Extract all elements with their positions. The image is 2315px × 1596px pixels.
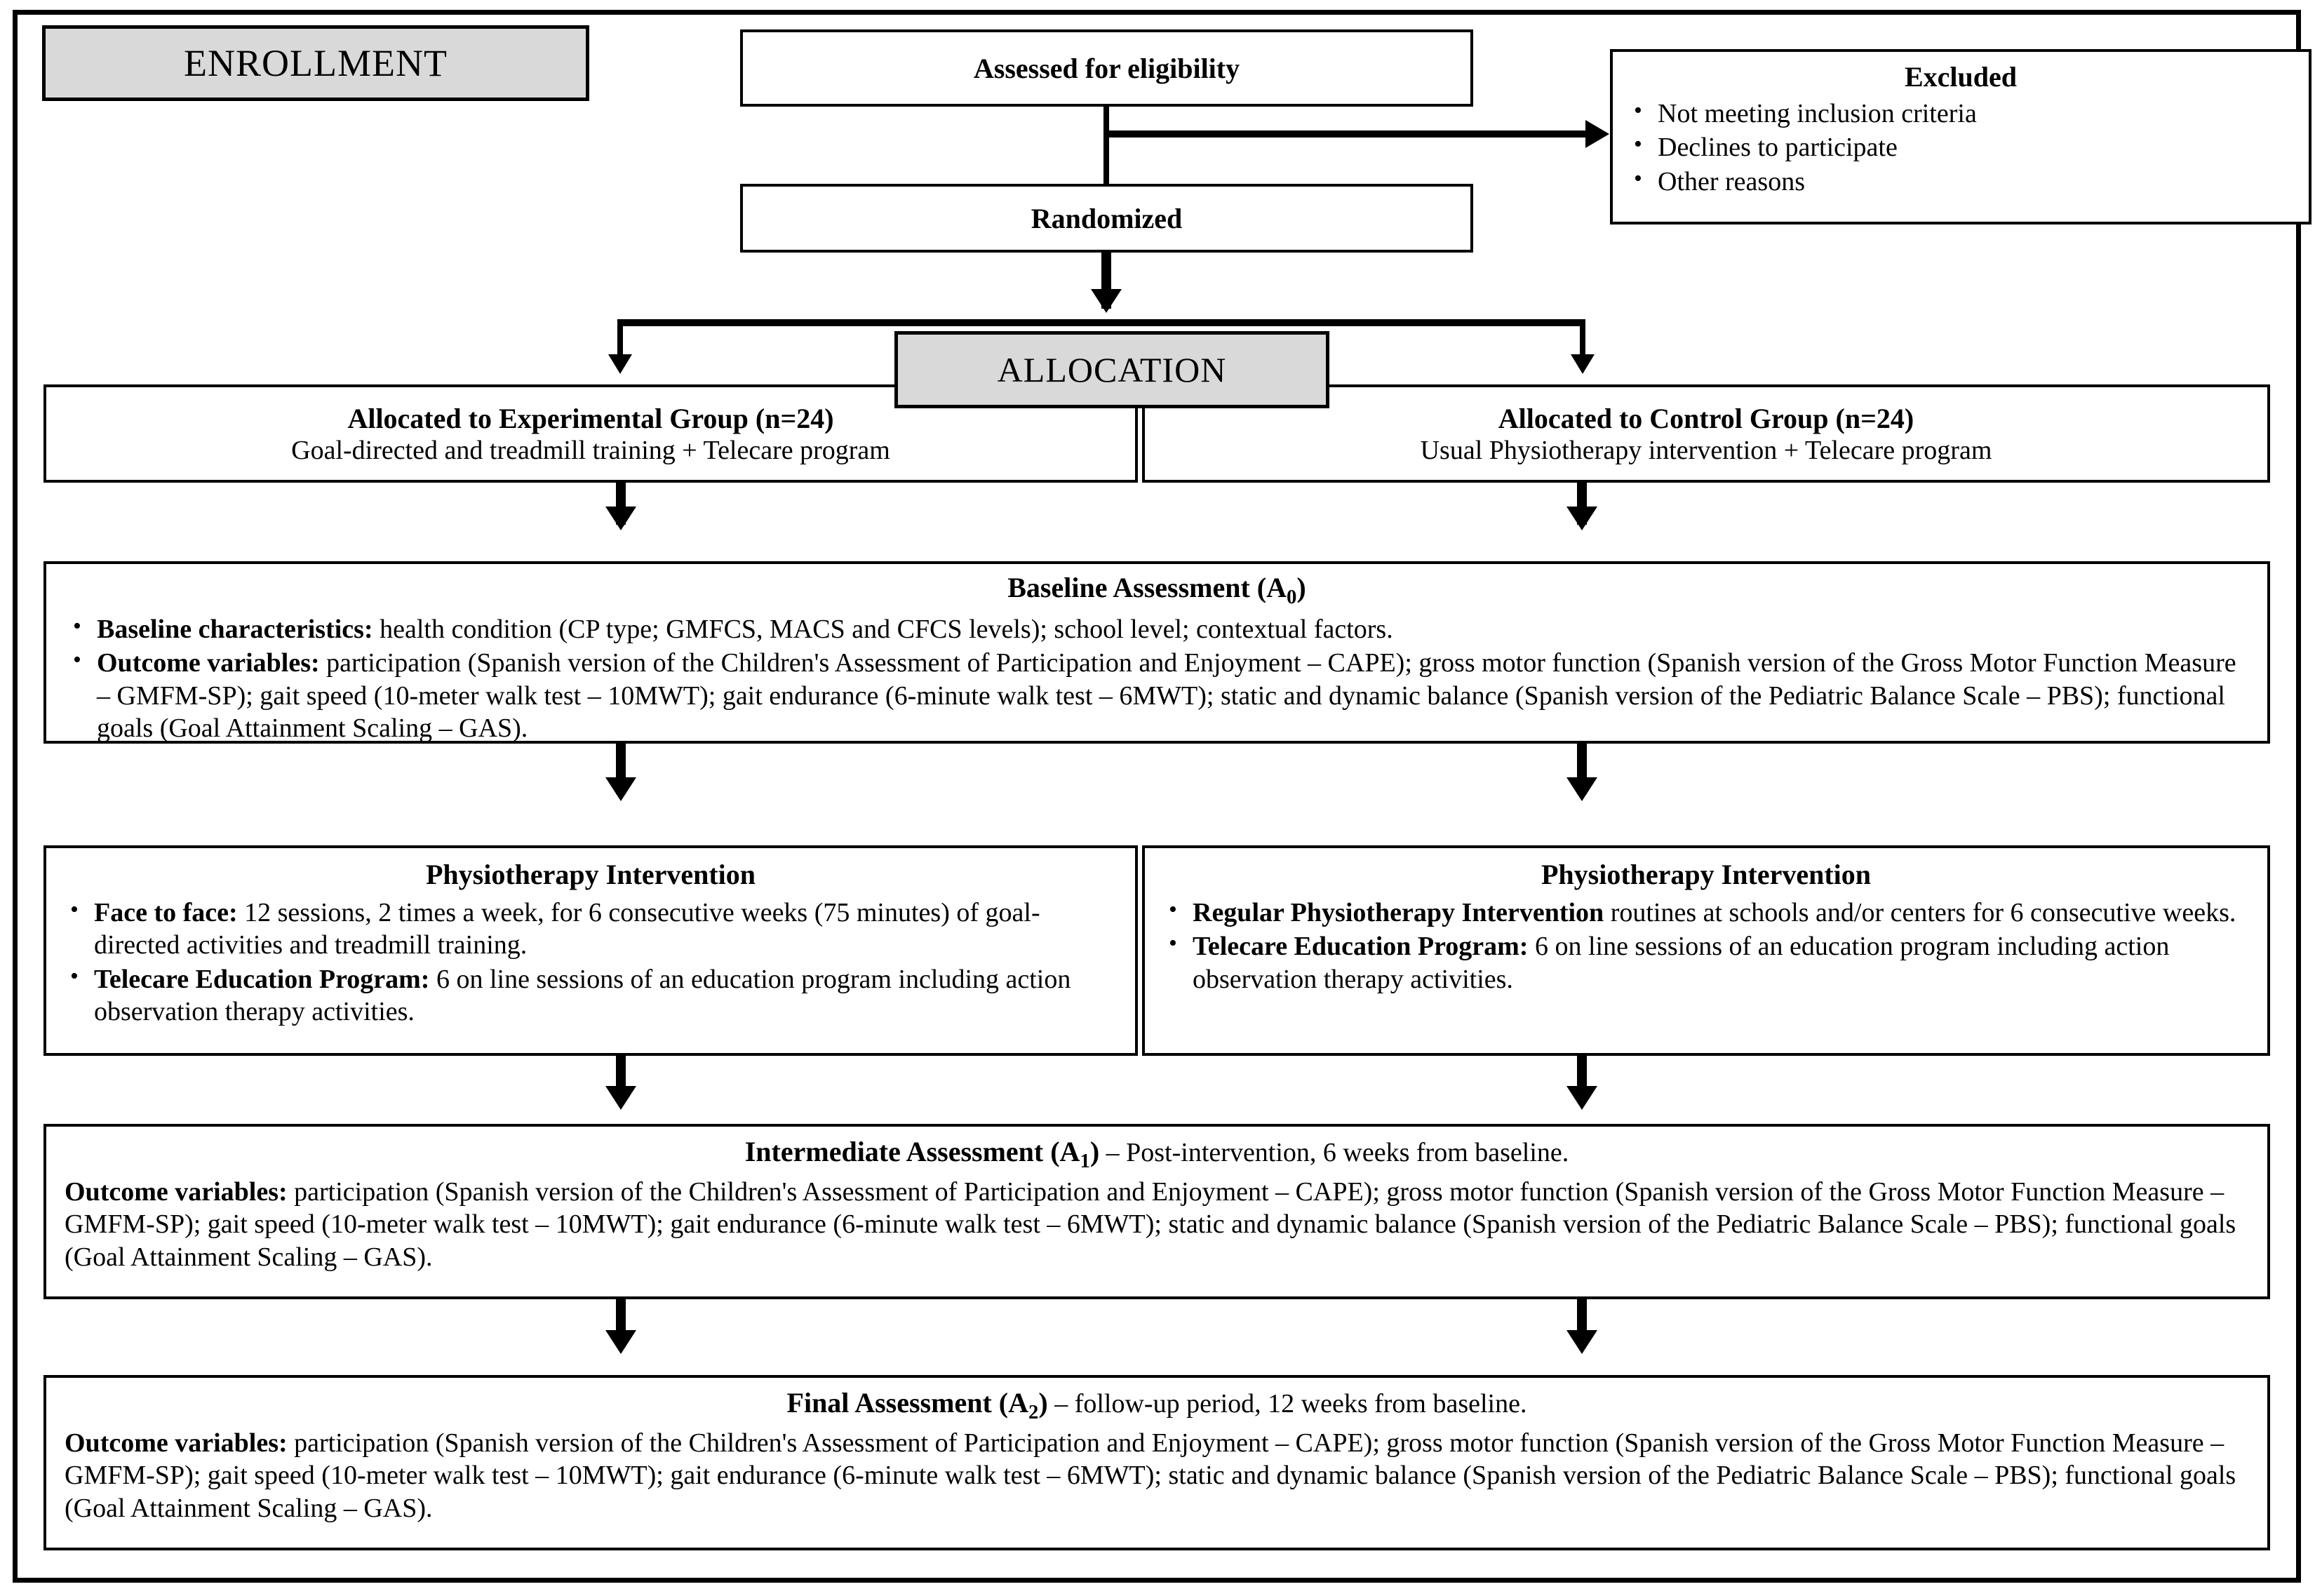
node-intermediate-title-suffix: ) [1089,1136,1100,1167]
node-physio-control-list: Regular Physiotherapy Intervention routi… [1160,895,2252,995]
node-final-title-suffix: ) [1038,1387,1048,1419]
node-intermediate-body-text: participation (Spanish version of the Ch… [65,1177,2236,1272]
stage-label-allocation-text: ALLOCATION [997,350,1227,389]
arrowhead-experimental-to-baseline [605,507,636,530]
node-intermediate-title-prefix: Intermediate Assessment (A [744,1136,1080,1167]
node-allocated-experimental-line2: Goal-directed and treadmill training + T… [291,435,890,465]
list-item: Outcome variables: participation (Spanis… [65,645,2249,744]
node-baseline-list: Baseline characteristics: health conditi… [65,612,2249,744]
node-intermediate-title-tail: – Post-intervention, 6 weeks from baseli… [1099,1138,1569,1167]
node-physio-experimental-list: Face to face: 12 sessions, 2 times a wee… [62,895,1120,1028]
node-intermediate-title: Intermediate Assessment (A1) – Post-inte… [65,1135,2249,1173]
list-item-label: Regular Physiotherapy Intervention [1193,898,1604,927]
list-item: Regular Physiotherapy Intervention routi… [1160,895,2252,929]
list-item: Face to face: 12 sessions, 2 times a wee… [62,895,1120,962]
node-allocated-control-line1: Allocated to Control Group (n=24) [1498,402,1914,434]
arrowhead-baseline-to-physio-exp [605,777,636,801]
list-item-text: routines at schools and/or centers for 6… [1604,898,2236,927]
list-item: Telecare Education Program: 6 on line se… [1160,929,2252,995]
list-item: Not meeting inclusion criteria [1625,96,2296,130]
connector-assessed-to-excluded [1103,130,1588,138]
list-item: Declines to participate [1625,130,2296,163]
node-intermediate-body-label: Outcome variables: [65,1177,288,1207]
stage-label-allocation: ALLOCATION [894,331,1329,408]
node-final-body-text: participation (Spanish version of the Ch… [65,1428,2236,1523]
node-allocated-control-line2: Usual Physiotherapy intervention + Telec… [1420,435,1992,465]
node-excluded: Excluded Not meeting inclusion criteria … [1610,49,2311,224]
arrowhead-randomized-down [1091,289,1122,313]
node-allocated-control: Allocated to Control Group (n=24) Usual … [1142,384,2270,483]
list-item-text: 6 on line sessions of an education progr… [94,964,1071,1027]
connector-allocation-bus [617,319,1585,326]
node-physio-experimental: Physiotherapy Intervention Face to face:… [43,845,1138,1056]
node-baseline-assessment: Baseline Assessment (A0) Baseline charac… [43,561,2270,744]
node-assessed-label: Assessed for eligibility [973,52,1240,84]
node-baseline-title: Baseline Assessment (A0) [65,571,2249,609]
node-physio-control-title: Physiotherapy Intervention [1541,859,1871,890]
arrowhead-to-control [1571,354,1595,374]
node-baseline-title-suffix: ) [1296,572,1306,603]
list-item-label: Outcome variables: [97,648,320,678]
node-intermediate-body: Outcome variables: participation (Spanis… [65,1176,2249,1273]
node-intermediate-title-sub: 1 [1080,1150,1090,1172]
node-physio-experimental-title: Physiotherapy Intervention [426,859,756,890]
list-item-label: Telecare Education Program: [1193,932,1529,962]
connector-bus-to-control [1580,319,1585,368]
node-final-assessment: Final Assessment (A2) – follow-up period… [43,1375,2270,1550]
arrowhead-physio-ctl-to-intermediate [1566,1086,1597,1110]
list-item-label: Face to face: [94,898,238,927]
list-item-label: Baseline characteristics: [97,615,373,644]
node-allocated-experimental: Allocated to Experimental Group (n=24) G… [43,384,1138,483]
list-item: Baseline characteristics: health conditi… [65,612,2249,645]
node-assessed-for-eligibility: Assessed for eligibility [740,29,1473,107]
outer-border [13,10,2301,1583]
stage-label-enrollment: ENROLLMENT [42,25,589,101]
node-allocated-experimental-line1: Allocated to Experimental Group (n=24) [347,402,834,434]
arrowhead-to-excluded [1585,120,1609,148]
list-item-text: 12 sessions, 2 times a week, for 6 conse… [94,898,1040,960]
list-item-text: health condition (CP type; GMFCS, MACS a… [373,615,1393,644]
list-item: Telecare Education Program: 6 on line se… [62,962,1120,1028]
connector-assessed-to-randomized [1103,107,1109,192]
list-item-label: Telecare Education Program: [94,964,430,994]
node-randomized-label: Randomized [1031,202,1183,234]
node-randomized: Randomized [740,184,1473,253]
arrowhead-physio-exp-to-intermediate [605,1086,636,1110]
node-baseline-title-prefix: Baseline Assessment (A [1007,572,1287,603]
node-excluded-list: Not meeting inclusion criteria Declines … [1625,96,2296,198]
node-final-title-sub: 2 [1028,1401,1039,1423]
list-item-text: participation (Spanish version of the Ch… [97,648,2236,744]
node-final-title: Final Assessment (A2) – follow-up period… [65,1386,2249,1424]
list-item-text: 6 on line sessions of an education progr… [1193,932,2170,994]
arrowhead-to-experimental [608,354,632,374]
node-physio-control: Physiotherapy Intervention Regular Physi… [1142,845,2270,1056]
arrowhead-baseline-to-physio-ctl [1566,777,1597,801]
connector-bus-to-experimental [617,319,623,368]
node-excluded-title: Excluded [1904,61,2018,93]
node-baseline-title-sub: 0 [1287,586,1297,608]
arrowhead-control-to-baseline [1566,507,1597,530]
node-final-title-tail: – follow-up period, 12 weeks from baseli… [1047,1389,1527,1419]
list-item: Other reasons [1625,164,2296,198]
node-final-body-label: Outcome variables: [65,1428,288,1458]
arrowhead-intermediate-to-final-right [1566,1330,1597,1354]
node-intermediate-assessment: Intermediate Assessment (A1) – Post-inte… [43,1124,2270,1299]
node-final-body: Outcome variables: participation (Spanis… [65,1427,2249,1524]
arrowhead-intermediate-to-final-left [605,1330,636,1354]
stage-label-enrollment-text: ENROLLMENT [184,42,448,84]
node-final-title-prefix: Final Assessment (A [786,1387,1028,1419]
